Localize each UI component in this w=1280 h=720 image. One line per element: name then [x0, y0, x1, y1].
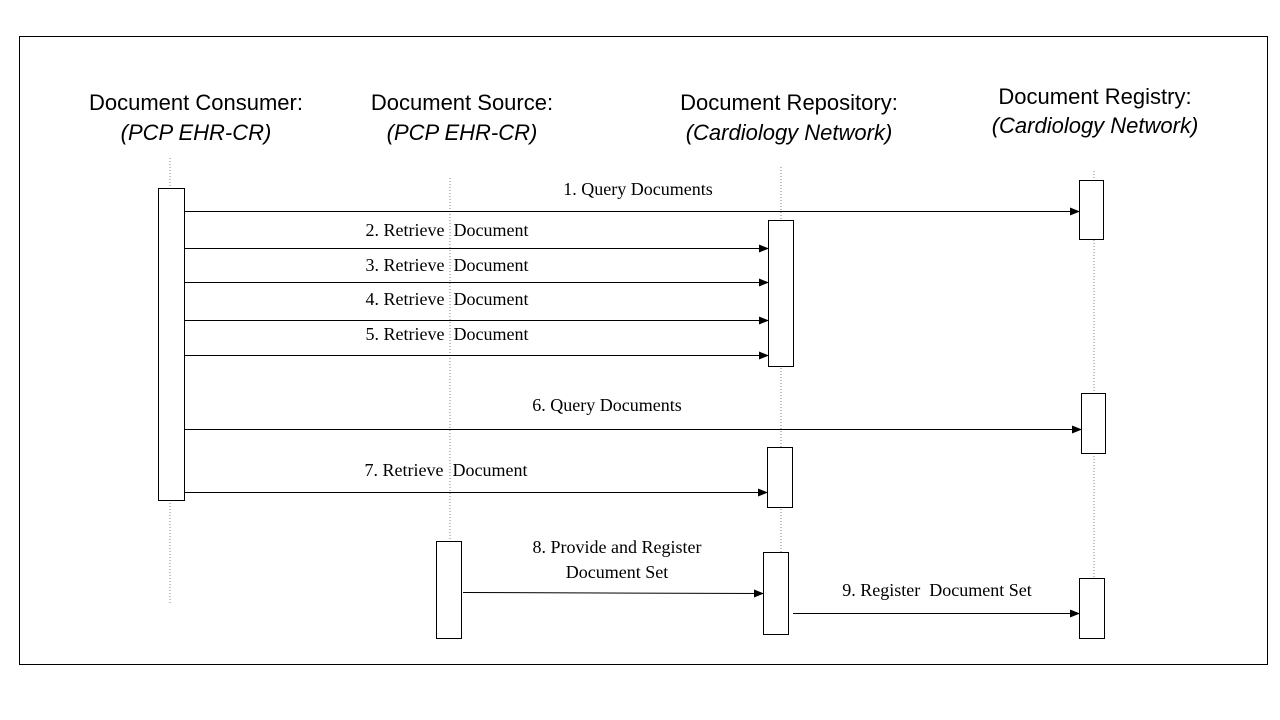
activation-registry-2	[1081, 393, 1106, 454]
participant-role: (PCP EHR-CR)	[387, 120, 538, 145]
participant-role: (Cardiology Network)	[686, 120, 893, 145]
participant-consumer: Document Consumer: (PCP EHR-CR)	[89, 90, 303, 145]
participant-repository: Document Repository: (Cardiology Network…	[680, 90, 898, 145]
participant-name: Document Registry:	[998, 84, 1191, 109]
activation-repository-1	[768, 220, 794, 367]
participant-name: Document Repository:	[680, 90, 898, 115]
message-label: 6. Query Documents	[532, 395, 681, 415]
message-5: 5. Retrieve Document	[185, 324, 769, 360]
message-label: 2. Retrieve Document	[366, 220, 529, 240]
participant-source: Document Source: (PCP EHR-CR)	[371, 90, 553, 145]
activation-repository-3	[763, 552, 789, 635]
message-label: 1. Query Documents	[563, 179, 712, 199]
message-8: 8. Provide and Register Document Set	[462, 537, 764, 598]
participant-role: (Cardiology Network)	[992, 113, 1199, 138]
message-arrow	[462, 589, 764, 598]
activation-repository-2	[767, 447, 793, 508]
message-label: 9. Register Document Set	[842, 580, 1031, 600]
message-label: 5. Retrieve Document	[366, 324, 529, 344]
participant-registry: Document Registry: (Cardiology Network)	[992, 84, 1199, 138]
message-7: 7. Retrieve Document	[185, 460, 768, 497]
message-label: 8. Provide and Register	[533, 537, 702, 557]
message-2: 2. Retrieve Document	[185, 220, 769, 253]
message-3: 3. Retrieve Document	[185, 255, 769, 287]
message-6: 6. Query Documents	[185, 395, 1082, 434]
message-1: 1. Query Documents	[185, 179, 1080, 216]
message-label: 3. Retrieve Document	[366, 255, 529, 275]
activation-source	[436, 541, 462, 639]
message-label: 7. Retrieve Document	[365, 460, 528, 480]
diagram-frame	[19, 36, 1268, 665]
message-label: 4. Retrieve Document	[366, 289, 529, 309]
message-4: 4. Retrieve Document	[185, 289, 769, 325]
activation-registry-1	[1079, 180, 1104, 240]
message-label-line2: Document Set	[566, 562, 668, 582]
activation-consumer	[158, 188, 185, 501]
participant-name: Document Consumer:	[89, 90, 303, 115]
message-9: 9. Register Document Set	[793, 580, 1080, 618]
participant-role: (PCP EHR-CR)	[121, 120, 272, 145]
activation-registry-3	[1079, 578, 1105, 639]
participant-name: Document Source:	[371, 90, 553, 115]
